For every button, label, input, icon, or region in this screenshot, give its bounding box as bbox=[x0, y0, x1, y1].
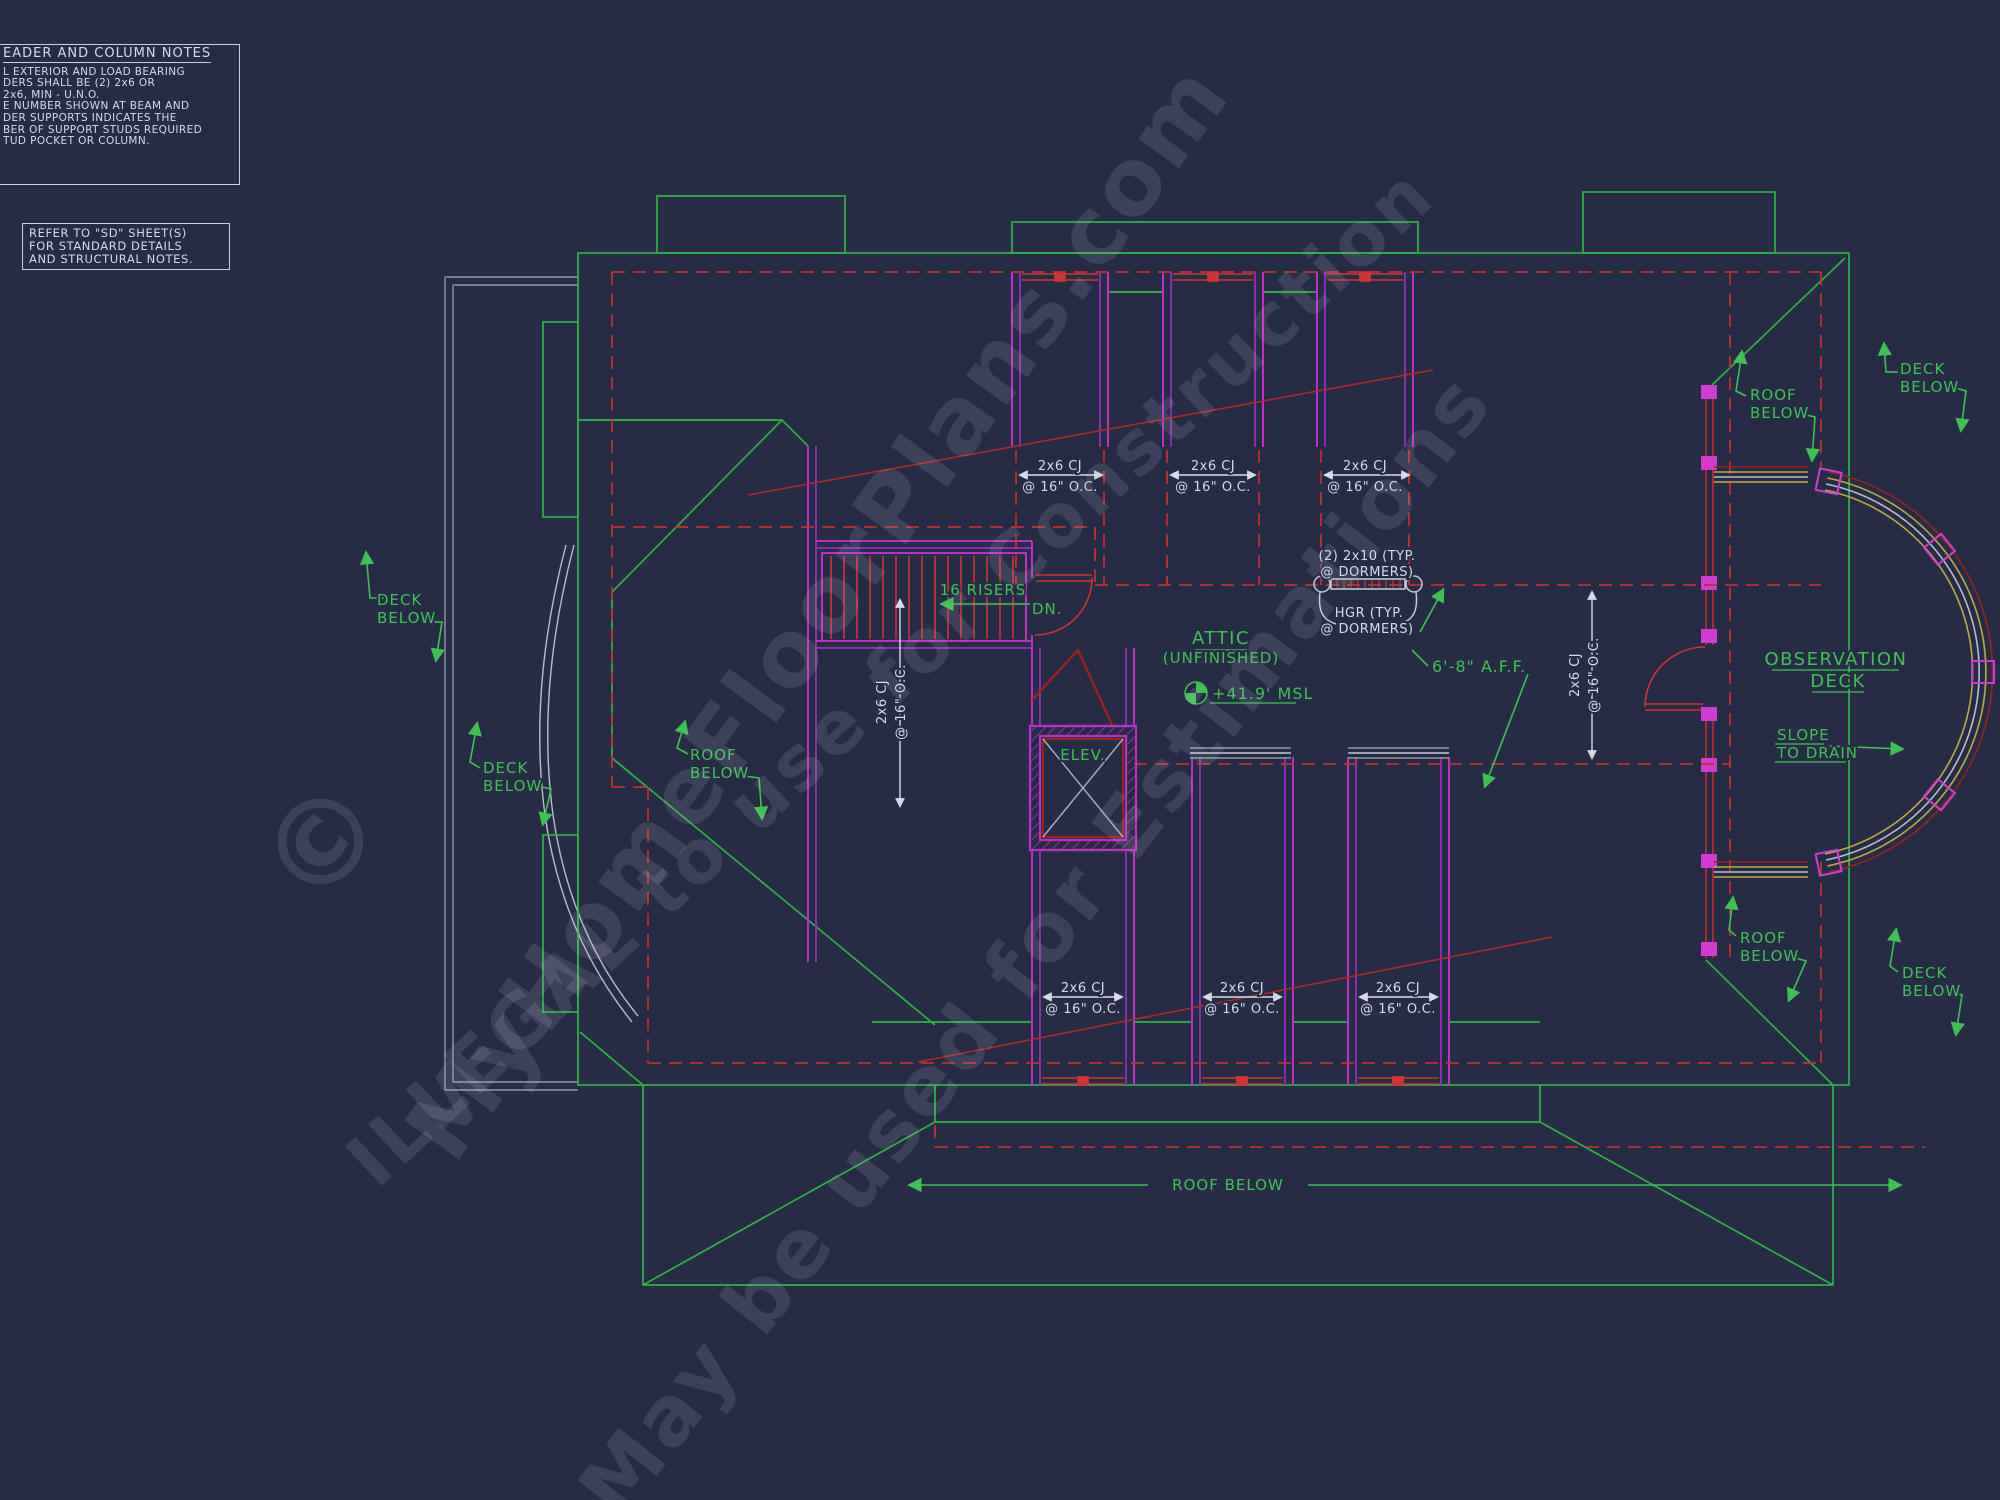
label-cj-vleft-2: @ 16" O.C. bbox=[894, 664, 909, 740]
railing-posts bbox=[1814, 467, 1995, 877]
label-cj-top1-2: @ 16" O.C. bbox=[1022, 480, 1098, 495]
label-roof-below-wing-1: ROOF bbox=[690, 746, 737, 764]
east-window-wall bbox=[1705, 390, 1714, 958]
elevator-shaft bbox=[1028, 724, 1138, 852]
bottom-dormer-windows bbox=[1042, 1076, 1439, 1086]
label-attic: ATTIC bbox=[1192, 628, 1250, 649]
label-deck-below-tr-1: DECK bbox=[1900, 360, 1946, 378]
walls bbox=[807, 272, 1450, 1085]
notes-line: BER OF SUPPORT STUDS REQUIRED bbox=[3, 123, 203, 136]
notes-line: FOR STANDARD DETAILS bbox=[29, 239, 183, 253]
label-roof-below-bottom: ROOF BELOW bbox=[1172, 1176, 1284, 1194]
label-observation-1: OBSERVATION bbox=[1764, 649, 1907, 670]
header-column-notes: EADER AND COLUMN NOTES L EXTERIOR AND LO… bbox=[0, 44, 240, 185]
east-wall-posts bbox=[1701, 385, 1717, 956]
label-beam-1: (2) 2x10 (TYP. bbox=[1318, 549, 1415, 564]
label-cj-bot1-2: @ 16" O.C. bbox=[1045, 1002, 1121, 1017]
label-cj-top1-1: 2x6 CJ bbox=[1038, 459, 1082, 474]
notes-line: AND STRUCTURAL NOTES. bbox=[29, 252, 194, 266]
elevator-roof-mark bbox=[1031, 647, 1115, 728]
label-cj-bot3-2: @ 16" O.C. bbox=[1360, 1002, 1436, 1017]
roof-outline bbox=[542, 191, 1850, 1286]
stair-enclosure bbox=[821, 552, 1027, 642]
label-attic-elevation: +41.9' MSL bbox=[1212, 684, 1313, 703]
left-bay-lower bbox=[542, 834, 579, 1013]
label-cj-top3-1: 2x6 CJ bbox=[1343, 459, 1387, 474]
label-cj-top3-2: @ 16" O.C. bbox=[1327, 480, 1403, 495]
label-cj-vright-1: 2x6 CJ bbox=[1568, 653, 1583, 697]
notes-line: REFER TO "SD" SHEET(S) bbox=[29, 226, 187, 240]
label-cj-vright-2: @ 16" O.C. bbox=[1587, 637, 1602, 713]
label-roof-below-br-1: ROOF bbox=[1740, 929, 1787, 947]
label-deck-below-wing-1: DECK bbox=[483, 759, 529, 777]
notes-line: DERS SHALL BE (2) 2x6 OR bbox=[3, 77, 156, 90]
label-deck-below-br-1: DECK bbox=[1902, 964, 1948, 982]
leader-arrows bbox=[359, 341, 1970, 1193]
interior-railings bbox=[1190, 747, 1449, 759]
top-center-parapet bbox=[1011, 221, 1419, 254]
stair-door bbox=[1034, 574, 1093, 636]
label-down: DN. bbox=[1032, 600, 1063, 618]
top-dormer-windows bbox=[1022, 271, 1403, 282]
plan-labels: ATTIC (UNFINISHED) +41.9' MSL ELEV. 16 R… bbox=[375, 358, 1962, 1196]
benchmark-icon bbox=[1184, 681, 1208, 705]
deck-door bbox=[1644, 646, 1706, 711]
label-cj-bot1-1: 2x6 CJ bbox=[1061, 981, 1105, 996]
label-attic-status: (UNFINISHED) bbox=[1163, 649, 1279, 667]
dimension-arrows bbox=[895, 470, 1597, 1002]
label-cj-bot2-1: 2x6 CJ bbox=[1220, 981, 1264, 996]
label-cj-bot3-1: 2x6 CJ bbox=[1376, 981, 1420, 996]
label-risers: 16 RISERS bbox=[940, 581, 1027, 599]
left-bay-upper bbox=[542, 321, 579, 518]
notes-line: L EXTERIOR AND LOAD BEARING bbox=[3, 65, 185, 78]
label-cj-bot2-2: @ 16" O.C. bbox=[1204, 1002, 1280, 1017]
label-roof-below-tr-2: BELOW bbox=[1750, 404, 1809, 422]
notes-line: TUD POCKET OR COLUMN. bbox=[3, 135, 150, 148]
chimney-top-right bbox=[1582, 191, 1776, 254]
label-deck-below-farleft-1: DECK bbox=[377, 591, 423, 609]
label-hgr-1: HGR (TYP. bbox=[1335, 606, 1403, 621]
notes-title: EADER AND COLUMN NOTES bbox=[3, 46, 212, 63]
label-observation-2: DECK bbox=[1810, 671, 1866, 692]
red-details bbox=[747, 271, 1714, 1086]
label-deck-below-wing-2: BELOW bbox=[483, 777, 542, 795]
label-hgr-2: @ DORMERS) bbox=[1320, 622, 1413, 637]
bottom-bump bbox=[934, 1085, 1541, 1123]
label-deck-below-tr-2: BELOW bbox=[1900, 378, 1959, 396]
label-roof-below-br-2: BELOW bbox=[1740, 947, 1799, 965]
notes-line: DER SUPPORTS INDICATES THE bbox=[3, 111, 177, 124]
label-beam-2: @ DORMERS) bbox=[1320, 565, 1413, 580]
label-slope-2: TO DRAIN bbox=[1776, 744, 1858, 762]
label-elevator: ELEV. bbox=[1060, 746, 1105, 764]
label-deck-below-br-2: BELOW bbox=[1902, 982, 1961, 1000]
label-cj-vleft-1: 2x6 CJ bbox=[875, 680, 890, 724]
observation-deck-railing bbox=[1714, 466, 1995, 878]
left-deck-outline bbox=[444, 276, 639, 1091]
label-cj-top2-1: 2x6 CJ bbox=[1191, 459, 1235, 474]
dashed-ceiling-lines bbox=[611, 271, 1925, 1148]
dormer-beam-symbol bbox=[1313, 575, 1423, 625]
notes-line: E NUMBER SHOWN AT BEAM AND bbox=[3, 100, 190, 113]
label-aff: 6'-8" A.F.F. bbox=[1432, 657, 1526, 676]
label-roof-below-wing-2: BELOW bbox=[690, 764, 749, 782]
label-roof-below-tr-1: ROOF bbox=[1750, 386, 1797, 404]
chimney-top-left bbox=[656, 195, 846, 254]
stair-risers bbox=[830, 556, 1014, 639]
label-slope-1: SLOPE bbox=[1777, 726, 1830, 744]
notes-line: 2x6, MIN - U.N.O. bbox=[3, 88, 100, 101]
label-deck-below-farleft-2: BELOW bbox=[377, 609, 436, 627]
sd-reference-note: REFER TO "SD" SHEET(S) FOR STANDARD DETA… bbox=[22, 223, 230, 270]
label-cj-top2-2: @ 16" O.C. bbox=[1175, 480, 1251, 495]
